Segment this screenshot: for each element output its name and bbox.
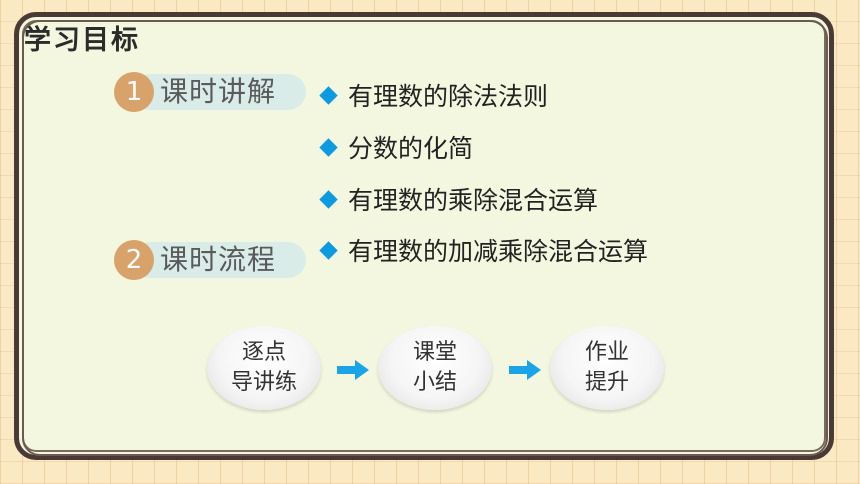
page-title: 学习目标 <box>24 25 140 56</box>
flow-step-line2: 导讲练 <box>230 370 297 395</box>
list-item-text: 有理数的除法法则 <box>348 82 549 111</box>
flow-step-line2: 小结 <box>412 370 457 395</box>
flow-step-point-by-point: 逐点 导讲练 <box>207 326 321 410</box>
flow-step-line1: 逐点 <box>241 340 286 365</box>
section-label: 课时讲解 <box>160 75 277 108</box>
list-item-text: 有理数的加减乘除混合运算 <box>348 237 649 266</box>
flow-step-summary: 课堂 小结 <box>378 326 492 410</box>
list-item-text: 分数的化简 <box>348 134 474 163</box>
flow-step-homework: 作业 提升 <box>550 326 664 410</box>
section-pill <box>132 74 306 110</box>
arrow-right-icon <box>509 360 541 380</box>
section-number: 2 <box>114 240 154 280</box>
section-label: 课时流程 <box>160 243 277 276</box>
section-pill <box>132 242 306 278</box>
arrow-right-icon <box>337 360 369 380</box>
flow-step-line1: 作业 <box>584 340 629 365</box>
list-item-text: 有理数的乘除混合运算 <box>348 186 599 215</box>
section-number: 1 <box>114 72 154 112</box>
flow-step-line2: 提升 <box>584 370 629 395</box>
flow-step-line1: 课堂 <box>412 340 457 365</box>
